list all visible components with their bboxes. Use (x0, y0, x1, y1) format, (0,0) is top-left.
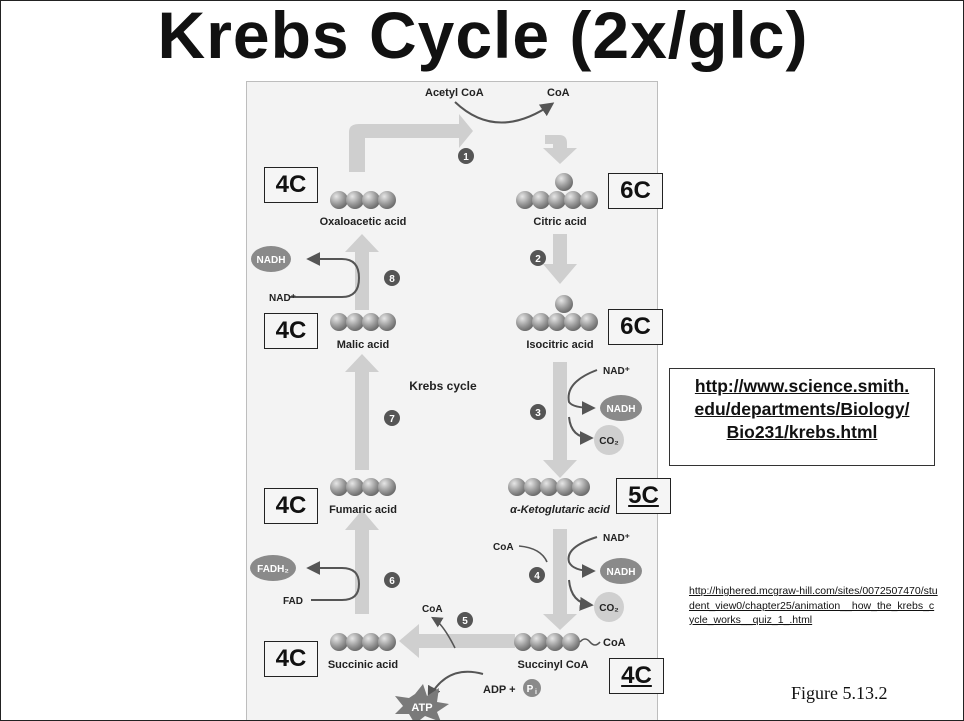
pi-subscript: i (535, 689, 537, 696)
malic-acid-molecule (330, 313, 396, 331)
acetyl-coa-arrow (455, 102, 552, 123)
carbon-label-succinic: 4C (264, 641, 318, 677)
coa-in-label: CoA (493, 542, 514, 553)
fad-label: FAD (283, 596, 303, 607)
arrow-ketoglutaric-to-succinyl (543, 529, 577, 630)
svg-text:5: 5 (462, 616, 468, 627)
arrow-oxaloacetic-to-start (349, 114, 473, 172)
step-6: 6 (384, 572, 400, 588)
adp-label: ADP + (483, 684, 516, 696)
krebs-cycle-center-label: Krebs cycle (409, 379, 477, 393)
svg-text:3: 3 (535, 408, 541, 419)
succinyl-coa-molecule (514, 633, 600, 651)
step-3-cofactors: NAD⁺ NADH CO₂ (569, 366, 642, 455)
ketoglutaric-acid-molecule (508, 478, 590, 496)
figure-caption: Figure 5.13.2 (791, 683, 888, 704)
coa-out-label: CoA (422, 604, 443, 615)
fumaric-acid-molecule (330, 478, 396, 496)
arrow-fumaric-to-malic (345, 354, 379, 470)
svg-text:8: 8 (389, 274, 395, 285)
citric-acid-molecule (516, 173, 598, 209)
step-7: 7 (384, 410, 400, 426)
nad-label-3: NAD⁺ (603, 366, 630, 377)
arrow-malic-to-oxaloacetic (345, 234, 379, 310)
carbon-label-ketoglutaric: 5C (616, 478, 671, 514)
co2-label-4: CO₂ (599, 603, 618, 614)
arrow-citric-to-isocitric (543, 234, 577, 284)
carbon-label-succinyl-coa: 4C (609, 658, 664, 694)
svg-text:7: 7 (389, 414, 395, 425)
carbon-label-oxaloacetic: 4C (264, 167, 318, 203)
smith-krebs-link[interactable]: http://www.science.smith. edu/department… (669, 368, 935, 466)
nad-label-8: NAD⁺ (269, 293, 296, 304)
carbon-label-isocitric: 6C (608, 309, 663, 345)
pi-label: P (527, 684, 534, 695)
acetyl-coa-label: Acetyl CoA (425, 87, 484, 99)
step-4: 4 (529, 567, 545, 583)
intermediate-isocitric-acid: Isocitric acid (526, 339, 593, 351)
step-6-cofactors: FADH₂ FAD (250, 555, 359, 607)
mcgraw-hill-animation-link[interactable]: http://highered.mcgraw-hill.com/sites/00… (689, 584, 939, 628)
arrow-isocitric-to-ketoglutaric (543, 362, 577, 478)
intermediate-citric-acid: Citric acid (533, 216, 586, 228)
nad-label-4: NAD⁺ (603, 533, 630, 544)
carbon-label-citric: 6C (608, 173, 663, 209)
succinyl-coa-tail-label: CoA (603, 637, 626, 649)
intermediate-oxaloacetic-acid: Oxaloacetic acid (320, 216, 407, 228)
smith-link-line-2[interactable]: edu/departments/Biology/ (670, 398, 934, 421)
acetyl-coa-entry: Acetyl CoA CoA (425, 87, 570, 123)
step-1: 1 (458, 148, 474, 164)
svg-text:2: 2 (535, 254, 541, 265)
svg-text:1: 1 (463, 152, 469, 163)
isocitric-acid-molecule (516, 295, 598, 331)
intermediate-succinic-acid: Succinic acid (328, 659, 398, 671)
svg-text:6: 6 (389, 576, 395, 587)
intermediate-succinyl-coa: Succinyl CoA (518, 659, 589, 671)
smith-link-line-3[interactable]: Bio231/krebs.html (670, 421, 934, 444)
step-2: 2 (530, 250, 546, 266)
co2-label-3: CO₂ (599, 436, 618, 447)
step-4-cofactors: CoA NAD⁺ NADH CO₂ (493, 533, 642, 622)
fadh2-label: FADH₂ (257, 564, 289, 575)
nadh-label-8: NADH (257, 255, 286, 266)
step-5: 5 (457, 612, 473, 628)
step-8-cofactors: NADH NAD⁺ (251, 246, 359, 304)
step-8: 8 (384, 270, 400, 286)
smith-link-line-1[interactable]: http://www.science.smith. (670, 375, 934, 398)
intermediate-ketoglutaric-acid: α-Ketoglutaric acid (510, 504, 610, 516)
carbon-label-fumaric: 4C (264, 488, 318, 524)
nadh-label-4: NADH (607, 567, 636, 578)
nadh-label-3: NADH (607, 404, 636, 415)
arrow-to-citric (543, 135, 577, 164)
carbon-label-malic: 4C (264, 313, 318, 349)
succinic-acid-molecule (330, 633, 396, 651)
oxaloacetic-acid-molecule (330, 191, 396, 209)
intermediate-fumaric-acid: Fumaric acid (329, 504, 397, 516)
arrow-succinyl-to-succinic (399, 624, 515, 658)
atp-label: ATP (411, 702, 432, 714)
svg-text:4: 4 (534, 571, 540, 582)
slide-title: Krebs Cycle (2x/glc) (1, 0, 964, 75)
intermediate-malic-acid: Malic acid (337, 339, 390, 351)
coa-release-label: CoA (547, 87, 570, 99)
step-3: 3 (530, 404, 546, 420)
